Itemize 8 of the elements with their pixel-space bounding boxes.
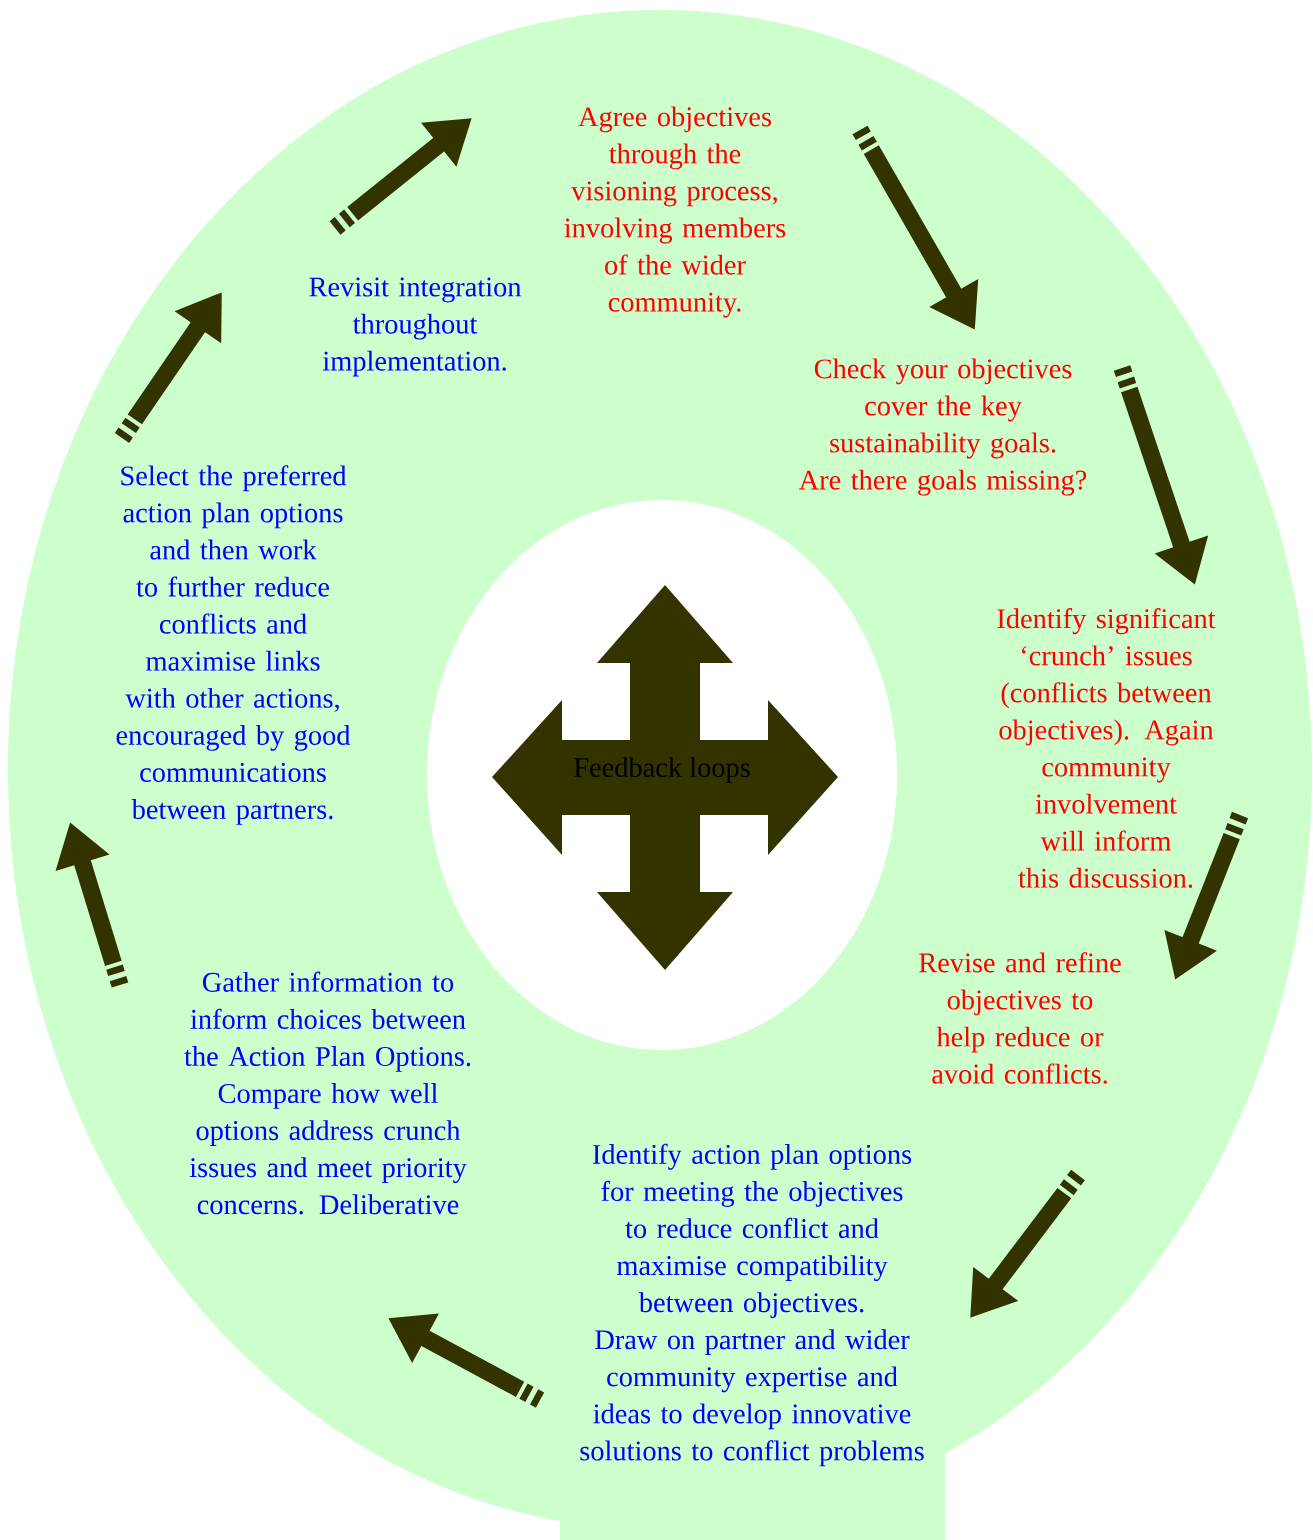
step-text: Select the preferred action plan options and then work to further reduce conflicts and maximise links with other actions, encouraged by good communications between partners. (116, 465, 351, 825)
step-text: Gather information to inform choices between the Action Plan Options. Compare how well options address crunch issues and meet priority concerns. Deliberative (184, 971, 471, 1215)
step-text: Revise and refine objectives to help reduce or avoid conflicts. (919, 952, 1121, 1084)
step-text: Check your objectives cover the key sustainability goals. Are there goals missing? (798, 358, 1087, 496)
step-text: Identify action plan options for meeting the objectives to reduce conflict and maximise compatibility between objectives. Draw on partner and wider community expertise and ideas to develop innovative solutions to conflict problems (580, 1143, 924, 1467)
step-text: Identify significant ‘crunch’ issues (conflicts between objectives). Again community involvement will inform this discussion. (997, 608, 1216, 888)
step-text: Revisit integration throughout implementation. (309, 277, 522, 377)
step-text: Agree objectives through the visioning process, involving members of the wider community. (564, 106, 786, 318)
